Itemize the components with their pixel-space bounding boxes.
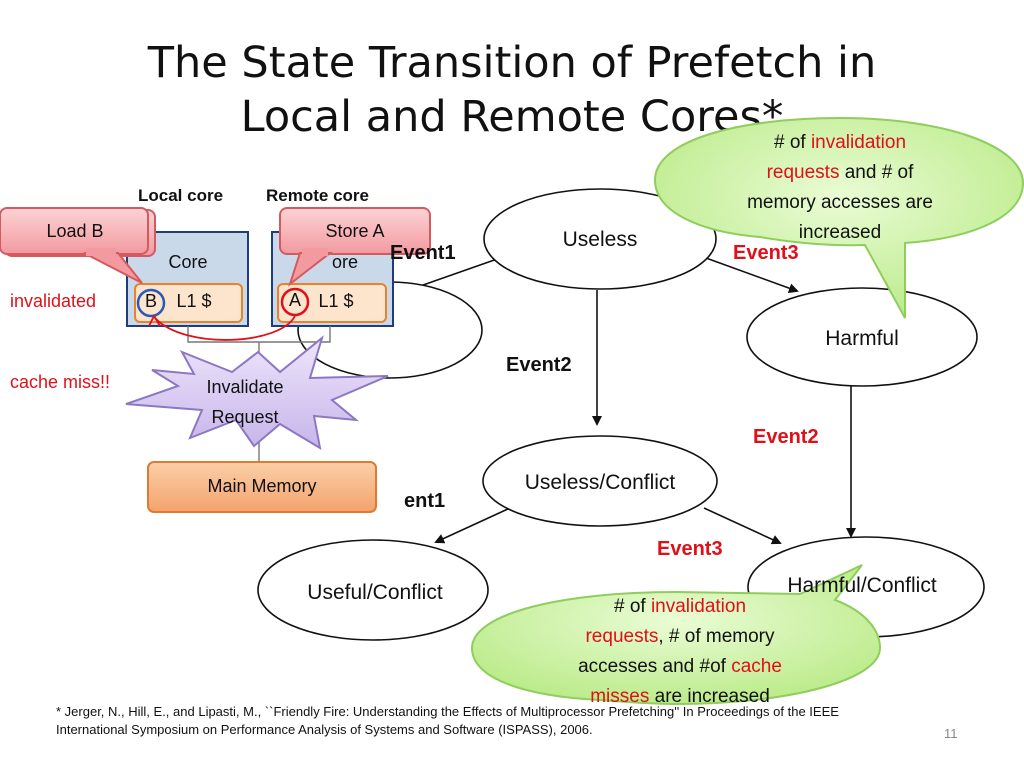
title-line-2: Local and Remote Cores* <box>240 92 784 142</box>
callout-bottom-text: # of invalidation requests, # of memory … <box>578 596 782 707</box>
slide-number: 11 <box>944 726 958 741</box>
a-circle <box>280 287 310 317</box>
local-core-text: Core <box>168 252 208 272</box>
b-letter: B <box>144 291 157 311</box>
state-useless-conflict-ellipse <box>482 435 718 527</box>
main-memory-box <box>147 461 377 513</box>
event2-mid-label: Event2 <box>506 354 572 376</box>
load-b-label: Load B <box>46 221 104 241</box>
event3-bottom-label: Event3 <box>657 538 723 560</box>
invalidation-arc <box>154 315 296 341</box>
remote-core-text: ore <box>331 252 358 272</box>
state-useful-conflict-label: Useful/Conflict <box>307 581 443 604</box>
remote-l1-text: L1 $ <box>318 291 354 311</box>
load-b-balloon <box>0 207 156 284</box>
local-core-label: Local core <box>138 186 224 205</box>
invalidate-request-label: Invalidate Request <box>206 377 284 427</box>
invalidate-burst <box>125 335 389 451</box>
state-useful-conflict-ellipse <box>257 539 489 641</box>
a-letter: A <box>288 290 301 310</box>
callout-top-bubble <box>653 116 1024 319</box>
event2-right-label: Event2 <box>753 426 819 448</box>
event1-bottom-label: ent1 <box>404 490 446 512</box>
arrow-useless-to-harmful <box>705 257 799 293</box>
store-a-balloon <box>279 207 431 287</box>
title-line-1: The State Transition of Prefetch in <box>147 38 877 88</box>
b-circle <box>136 288 166 318</box>
local-l1-text: L1 $ <box>176 291 212 311</box>
local-l1-box <box>134 283 243 323</box>
cache-miss-label: cache miss!! <box>10 372 111 392</box>
transition-arrows <box>404 257 856 545</box>
state-useless-ellipse <box>483 188 717 290</box>
footnote: * Jerger, N., Hill, E., and Lipasti, M.,… <box>56 704 839 737</box>
arrow-useless-conflict-to-harmful-conflict <box>703 507 782 545</box>
state-harmful-ellipse <box>746 287 978 387</box>
state-harmful-conflict-label: Harmful/Conflict <box>787 574 937 597</box>
event3-top-label: Event3 <box>733 242 799 264</box>
state-harmful-label: Harmful <box>825 327 899 350</box>
arrow-useless-conflict-to-useful-conflict <box>434 507 511 544</box>
state-useless-label: Useless <box>562 228 638 251</box>
slide-title: The State Transition of Prefetch in Loca… <box>0 36 1024 144</box>
event1-top-label: Event1 <box>390 242 456 264</box>
invalidated-label: invalidated <box>10 291 97 311</box>
callout-top-text: # of invalidation requests and # of memo… <box>747 132 933 243</box>
main-memory-label: Main Memory <box>207 476 317 496</box>
store-a-label: Store A <box>325 221 385 241</box>
remote-core-label: Remote core <box>266 186 369 205</box>
callout-bottom-bubble <box>470 564 882 706</box>
state-useless-conflict-label: Useless/Conflict <box>524 471 676 494</box>
